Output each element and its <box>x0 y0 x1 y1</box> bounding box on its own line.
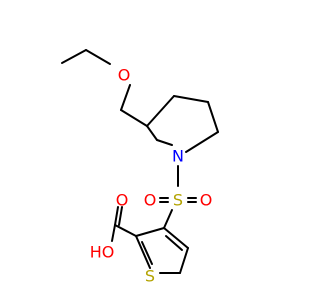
bond-c-o-double-a <box>114 206 119 226</box>
bond-ring-n-c2 <box>156 139 173 146</box>
atom-ether-oxygen: O <box>118 66 131 85</box>
bond-ring-c6-n <box>185 131 219 153</box>
bond-th-c3-c4-inner <box>165 235 183 251</box>
bond-ch2-o <box>85 49 111 65</box>
bond-o-ch2 <box>120 84 131 111</box>
bond-c2-cooh <box>114 224 137 237</box>
bonds <box>61 49 219 274</box>
bond-ring-c3-c4 <box>146 95 175 127</box>
bond-ring-c2-c3 <box>146 125 158 141</box>
bond-ch3-ch2 <box>61 49 87 64</box>
bond-ch2-ring <box>120 109 148 127</box>
atom-ring-nitrogen: N <box>172 147 184 166</box>
bond-th-c2-c3-inner <box>141 241 153 265</box>
structure-drawing: O N S O O S O HO <box>61 49 219 286</box>
atom-labels: O N S O O S O HO <box>90 66 213 286</box>
atom-carbonyl-oxygen: O <box>116 191 129 210</box>
bond-s-thiophene <box>163 209 173 229</box>
bond-th-c4-c5 <box>179 247 189 274</box>
bond-c-oh <box>111 224 116 242</box>
bond-c-o-double-b <box>118 206 123 226</box>
atom-thiophene-sulfur: S <box>145 267 155 286</box>
molecule-diagram: O N S O O S O HO <box>61 49 219 286</box>
bond-ring-c5-c6 <box>207 101 219 133</box>
bond-th-c3-c4 <box>163 227 189 249</box>
bond-th-s-c2 <box>135 235 151 269</box>
atom-hydroxyl: HO <box>90 243 115 262</box>
atom-sulfonyl-oxygen-right: O <box>200 191 213 210</box>
bond-th-c3-c2 <box>135 227 165 237</box>
bond-ring-c4-c5 <box>173 95 209 103</box>
atom-sulfonyl-oxygen-left: O <box>144 191 157 210</box>
atom-sulfonyl-sulfur: S <box>173 191 183 210</box>
